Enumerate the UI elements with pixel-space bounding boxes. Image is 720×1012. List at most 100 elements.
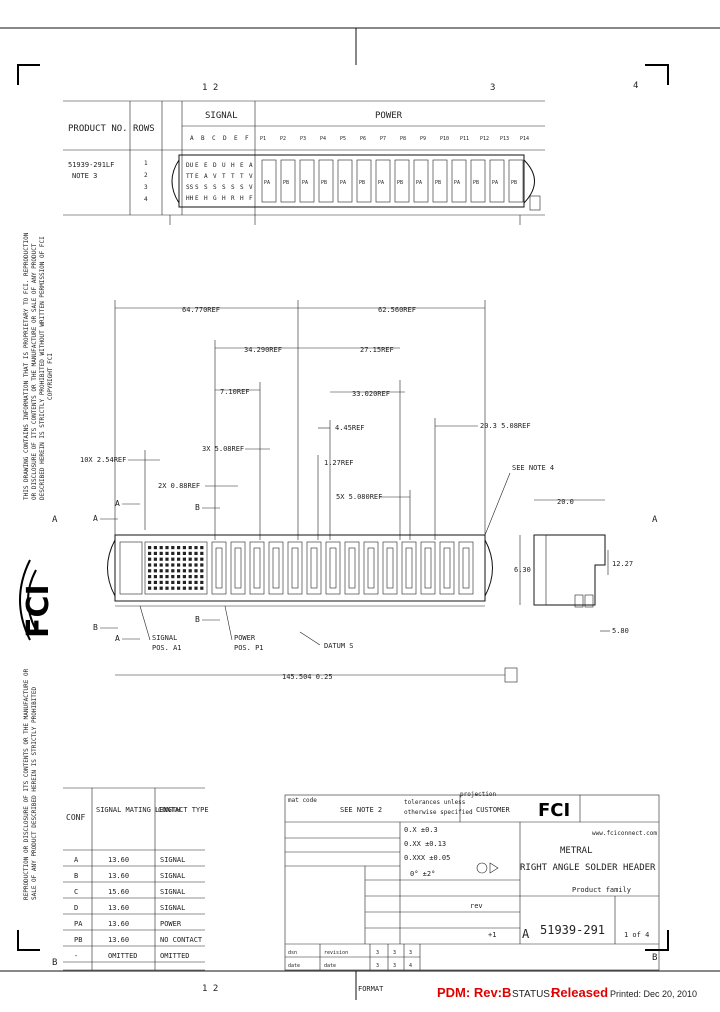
signal-pin bbox=[171, 557, 175, 561]
signal-pin bbox=[200, 586, 204, 590]
signal-pin bbox=[171, 586, 175, 590]
config-type: NO CONTACT bbox=[160, 936, 203, 944]
power-slot-outline bbox=[299, 159, 315, 203]
signal-pin bbox=[188, 586, 192, 590]
note-line-2: OR DISCLOSURE OF ITS CONTENTS OR THE MAN… bbox=[31, 243, 38, 500]
signal-pin bbox=[194, 575, 198, 579]
signal-cell: HH bbox=[186, 195, 194, 202]
power-slot bbox=[306, 541, 322, 595]
signal-cell: A bbox=[204, 173, 208, 180]
row-id: 2 bbox=[144, 172, 148, 179]
power-cell: PA bbox=[340, 180, 346, 186]
signal-pin bbox=[182, 575, 186, 579]
tb-rev-d2: 3 bbox=[393, 963, 396, 969]
row-id: 3 bbox=[144, 184, 148, 191]
power-cell: PB bbox=[473, 180, 479, 186]
power-col-head: P9 bbox=[420, 136, 426, 142]
zone-label-12: 1 2 bbox=[202, 83, 218, 93]
power-col-head: P1 bbox=[260, 136, 266, 142]
tb-title-1: METRAL bbox=[560, 846, 593, 856]
tb-customer: CUSTOMER bbox=[476, 806, 511, 814]
signal-pin bbox=[177, 586, 181, 590]
signal-pin bbox=[177, 575, 181, 579]
note-line-5: REPRODUCTION OR DISCLOSURE OF ITS CONTEN… bbox=[23, 668, 30, 900]
power-col-head: P14 bbox=[520, 136, 529, 142]
tb-tol-val-3: 0.XXX ±0.05 bbox=[404, 854, 450, 862]
dim-64770: 64.770REF bbox=[182, 306, 220, 314]
signal-pos-label: SIGNAL bbox=[152, 634, 177, 642]
config-length: 13.60 bbox=[108, 872, 129, 880]
signal-pin bbox=[165, 580, 169, 584]
tb-size: A bbox=[522, 927, 530, 941]
tb-rev-date: date bbox=[288, 963, 300, 969]
section-b-bottom: B bbox=[195, 615, 200, 624]
signal-pin bbox=[194, 580, 198, 584]
table-header-product-no: PRODUCT NO. bbox=[68, 124, 128, 134]
power-cell: PA bbox=[378, 180, 384, 186]
tb-tol-val-1: 0.X ±0.3 bbox=[404, 826, 438, 834]
tb-tol-1: tolerances unless bbox=[404, 799, 466, 806]
power-slot-outline bbox=[356, 159, 372, 203]
config-length: OMITTED bbox=[108, 952, 138, 960]
zone-label-a-right: A bbox=[652, 515, 658, 525]
signal-pin bbox=[159, 557, 163, 561]
dim-710: 7.10REF bbox=[220, 388, 250, 396]
power-contact bbox=[424, 547, 432, 589]
note-line-4: COPYRIGHT FCI bbox=[47, 353, 54, 400]
dim-side-630: 6.30 bbox=[514, 566, 531, 574]
signal-pin bbox=[182, 557, 186, 561]
power-col-head: P6 bbox=[360, 136, 366, 142]
signal-cell: E bbox=[195, 173, 199, 180]
signal-pin bbox=[148, 546, 152, 550]
power-contact bbox=[462, 547, 470, 589]
zone-label-b-right: B bbox=[652, 953, 657, 963]
power-cell: PA bbox=[492, 180, 498, 186]
tb-rev-c3: 3 bbox=[409, 950, 412, 956]
config-length: 13.60 bbox=[108, 920, 129, 928]
config-header-length: SIGNAL MATING LENGTH bbox=[96, 806, 180, 814]
tb-scale: +1 bbox=[488, 931, 496, 939]
section-b-left: B bbox=[93, 623, 98, 632]
tb-rev-d1: 3 bbox=[376, 963, 379, 969]
power-col-head: P13 bbox=[500, 136, 509, 142]
dim-127: 1.27REF bbox=[324, 459, 354, 467]
dim-34290: 34.290REF bbox=[244, 346, 282, 354]
tb-rev-dsn: dsn bbox=[288, 950, 297, 956]
config-length: 13.60 bbox=[108, 904, 129, 912]
signal-cell: S bbox=[195, 184, 199, 191]
dim-10x254: 10X 2.54REF bbox=[80, 456, 126, 464]
signal-pin bbox=[188, 575, 192, 579]
signal-pin bbox=[148, 586, 152, 590]
section-a-left: A bbox=[93, 514, 98, 523]
callouts: SIGNAL POS. A1 POWER POS. P1 DATUM S bbox=[139, 605, 354, 652]
dim-27150: 27.15REF bbox=[360, 346, 394, 354]
power-slot bbox=[439, 541, 455, 595]
config-table: CONF SIGNAL MATING LENGTH CONTACT TYPE A… bbox=[63, 787, 209, 971]
signal-pin bbox=[159, 546, 163, 550]
signal-pin bbox=[159, 580, 163, 584]
footer-status-label: STATUS: bbox=[512, 989, 553, 1000]
signal-pin bbox=[194, 551, 198, 555]
section-a-bottom: A bbox=[115, 634, 120, 643]
power-cell: PB bbox=[359, 180, 365, 186]
tb-mat-code: mat code bbox=[288, 797, 317, 804]
power-slot-outline bbox=[470, 159, 486, 203]
signal-pin bbox=[188, 557, 192, 561]
power-slot bbox=[211, 541, 227, 595]
tb-tol-val-4: 0° ±2° bbox=[410, 870, 435, 878]
signal-pin bbox=[153, 546, 157, 550]
signal-cell: H bbox=[231, 162, 235, 169]
signal-pin bbox=[148, 580, 152, 584]
corner-mark-br bbox=[645, 930, 669, 951]
signal-cell: S bbox=[213, 184, 217, 191]
signal-cell: H bbox=[204, 195, 208, 202]
power-slot-outline bbox=[280, 159, 296, 203]
signal-pin bbox=[200, 546, 204, 550]
power-slot bbox=[344, 541, 360, 595]
signal-pin bbox=[165, 586, 169, 590]
signal-cell: V bbox=[249, 184, 253, 191]
config-header-type: CONTACT TYPE bbox=[158, 806, 209, 814]
config-header-conf: CONF bbox=[66, 813, 85, 822]
